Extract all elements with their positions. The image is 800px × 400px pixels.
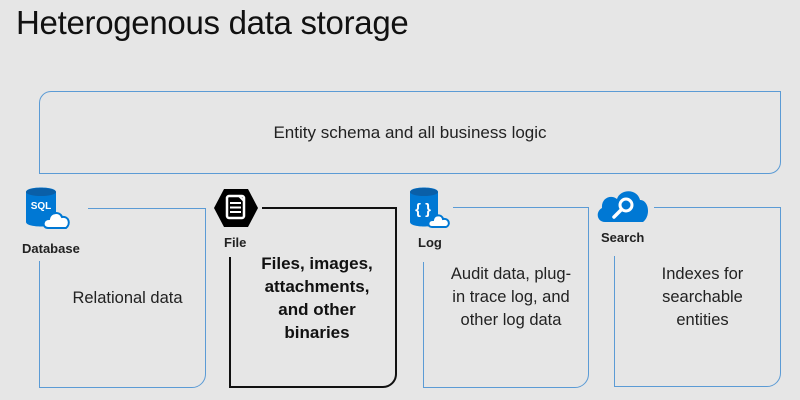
search-label: Search — [601, 230, 645, 245]
search-card-text: Indexes for searchable entities — [661, 264, 744, 329]
log-label: Log — [418, 235, 442, 250]
search-card: Indexes for searchable entities — [614, 207, 781, 387]
svg-text:SQL: SQL — [31, 201, 52, 212]
page-title: Heterogenous data storage — [16, 4, 409, 41]
svg-text:{ }: { } — [415, 201, 431, 218]
log-card-text: Audit data, plug-in trace log, and other… — [450, 265, 572, 329]
file-icon — [214, 189, 258, 227]
file-label: File — [224, 235, 247, 250]
business-logic-text: Entity schema and all business logic — [273, 122, 547, 142]
search-cloud-icon — [597, 191, 649, 222]
database-label: Database — [22, 241, 80, 256]
file-card: Files, images, attachments, and other bi… — [229, 207, 397, 388]
log-card: Audit data, plug-in trace log, and other… — [423, 207, 589, 388]
business-logic-box: Entity schema and all business logic — [39, 91, 781, 174]
database-card: Relational data — [39, 208, 206, 388]
log-database-icon: { } — [410, 187, 450, 228]
database-card-text: Relational data — [72, 288, 183, 307]
sql-database-icon: SQL — [26, 187, 70, 229]
file-card-text: Files, images, attachments, and other bi… — [261, 253, 373, 342]
